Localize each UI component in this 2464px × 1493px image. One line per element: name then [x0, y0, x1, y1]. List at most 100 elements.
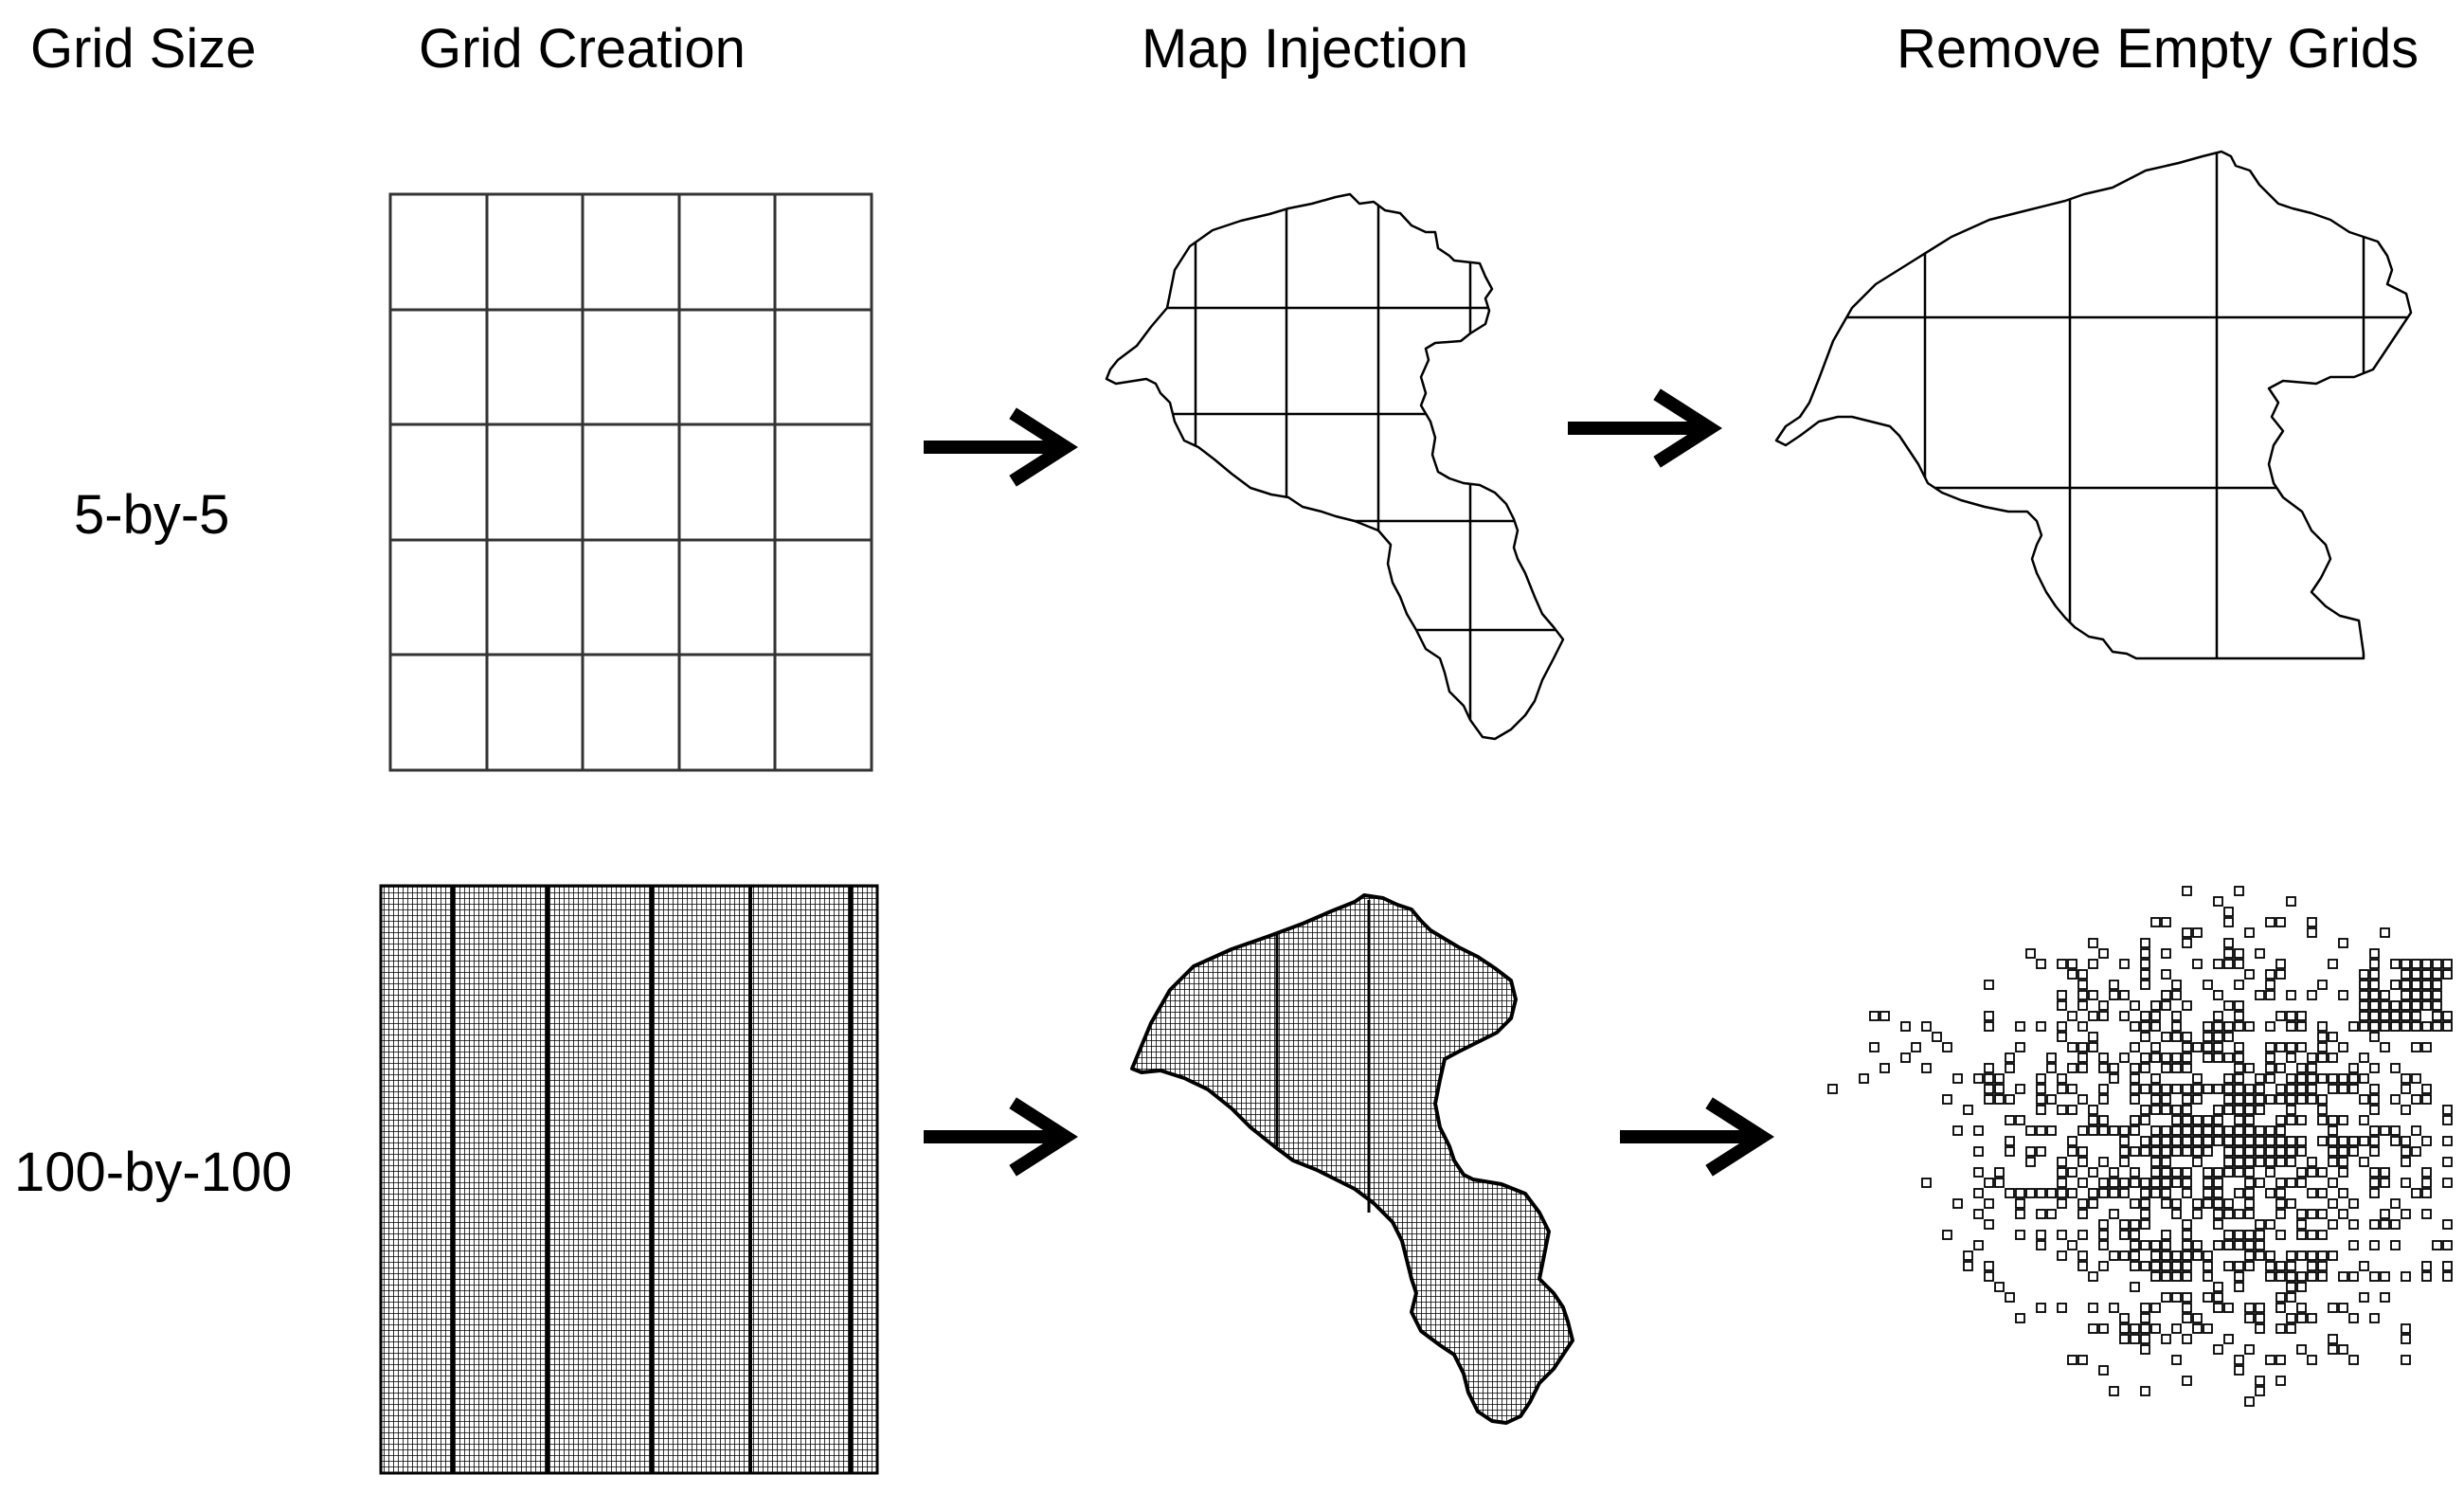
grid-cell — [2411, 1042, 2421, 1052]
grid-cell — [2057, 1230, 2067, 1240]
grid-cell — [2401, 1157, 2411, 1167]
grid-cell — [2098, 1188, 2109, 1198]
grid-cell — [2182, 1146, 2192, 1157]
grid-cell — [2098, 1052, 2109, 1063]
grid-cell — [2369, 990, 2380, 1000]
grid-cell — [2369, 1125, 2380, 1136]
grid-cell — [2432, 980, 2442, 990]
grid-cell — [2275, 1355, 2286, 1365]
grid-cell — [2328, 1157, 2338, 1167]
grid-cell — [2171, 1146, 2182, 1157]
grid-cell — [2088, 1011, 2098, 1021]
grid-cell — [2150, 1125, 2161, 1136]
grid-cell — [1911, 1042, 1921, 1052]
grid-cell — [2275, 1303, 2286, 1313]
grid-cell — [2192, 1084, 2203, 1094]
grid-cell — [2286, 1094, 2296, 1105]
grid-cell — [2036, 1146, 2046, 1157]
grid-cell — [2338, 1167, 2348, 1178]
grid-cell — [2171, 1292, 2182, 1303]
grid-cell — [2223, 1230, 2234, 1240]
grid-cell — [2275, 1115, 2286, 1125]
grid-cell — [2275, 1209, 2286, 1219]
grid-cell — [2328, 1178, 2338, 1188]
grid-cell — [2213, 959, 2223, 969]
grid-cell — [2275, 1292, 2286, 1303]
grid-cell — [2015, 1042, 2025, 1052]
grid-cell — [2119, 1334, 2130, 1344]
grid-cell — [2192, 1323, 2203, 1334]
grid-cell — [2098, 1125, 2109, 1136]
grid-cell — [2296, 1209, 2307, 1219]
grid-cell — [2411, 1125, 2421, 1136]
grid-cell — [2109, 1073, 2119, 1084]
grid-cell — [1952, 1125, 1963, 1136]
grid-cell — [2275, 1125, 2286, 1136]
grid-cell — [2432, 969, 2442, 980]
grid-cell — [2265, 1146, 2275, 1157]
grid-cell — [2286, 1052, 2296, 1063]
grid-cell — [1984, 1063, 1994, 1073]
grid-cell — [2140, 1198, 2150, 1209]
grid-cell — [1994, 1282, 2005, 1292]
grid-cell — [2369, 1136, 2380, 1146]
grid-cell — [2130, 1073, 2140, 1084]
grid-cell — [2161, 1188, 2171, 1198]
grid-cell — [2275, 1042, 2286, 1052]
grid-cell — [2098, 1323, 2109, 1334]
grid-cell — [2077, 1230, 2088, 1240]
grid-cell — [2067, 1042, 2077, 1052]
grid-cell — [2182, 886, 2192, 896]
grid-cell — [2369, 1094, 2380, 1105]
grid-cell — [2213, 1115, 2223, 1125]
grid-cell — [2296, 1313, 2307, 1323]
grid-cell — [2171, 1115, 2182, 1125]
grid-cell — [2140, 1115, 2150, 1125]
grid-cell — [2036, 1021, 2046, 1032]
grid-cell — [2380, 1011, 2390, 1021]
grid-cell — [2119, 1011, 2130, 1021]
grid-cell — [2088, 1105, 2098, 1115]
grid-cell — [2223, 959, 2234, 969]
grid-cell — [2098, 1261, 2109, 1271]
grid-cell — [2234, 1011, 2244, 1021]
grid-cell — [2286, 1157, 2296, 1167]
grid-cell — [2057, 1198, 2067, 1209]
grid-cell — [2213, 1303, 2223, 1313]
grid-cell — [2077, 1021, 2088, 1032]
grid-cell — [2161, 1250, 2171, 1261]
grid-cell — [2015, 1115, 2025, 1125]
map-injection-5x5 — [1105, 192, 1565, 741]
grid-cell — [2088, 1271, 2098, 1282]
grid-cell — [2286, 896, 2296, 907]
grid-cell — [2192, 1157, 2203, 1167]
row-label-100-by-100: 100-by-100 — [14, 1142, 293, 1203]
grid-cell — [2182, 1032, 2192, 1042]
grid-cell — [2182, 1250, 2192, 1261]
grid-cell — [2223, 1240, 2234, 1250]
grid-cell — [2130, 1219, 2140, 1230]
grid-cell — [2234, 1271, 2244, 1282]
grid-cell — [2182, 1219, 2192, 1230]
grid-cell — [2109, 1303, 2119, 1313]
grid-cell — [2140, 980, 2150, 990]
grid-cell — [2182, 938, 2192, 948]
grid-cell — [1984, 1271, 1994, 1282]
grid-cell — [2161, 1230, 2171, 1240]
grid-cell — [2150, 1084, 2161, 1094]
grid-cell — [2088, 1032, 2098, 1042]
grid-cell — [2286, 1105, 2296, 1115]
grid-cell — [2244, 1230, 2255, 1240]
grid-cell — [2171, 1167, 2182, 1178]
grid-cell — [1984, 1198, 1994, 1209]
grid-cell — [2088, 1188, 2098, 1198]
grid-cell — [2161, 1000, 2171, 1011]
grid-cell — [2182, 1376, 2192, 1386]
grid-cell — [2161, 1240, 2171, 1250]
grid-cell — [2046, 1052, 2057, 1063]
grid-cell — [2182, 1094, 2192, 1105]
grid-cell — [2328, 1344, 2338, 1355]
grid-cell — [2119, 1125, 2130, 1136]
grid-cell — [2046, 1063, 2057, 1073]
grid-cell — [2411, 990, 2421, 1000]
